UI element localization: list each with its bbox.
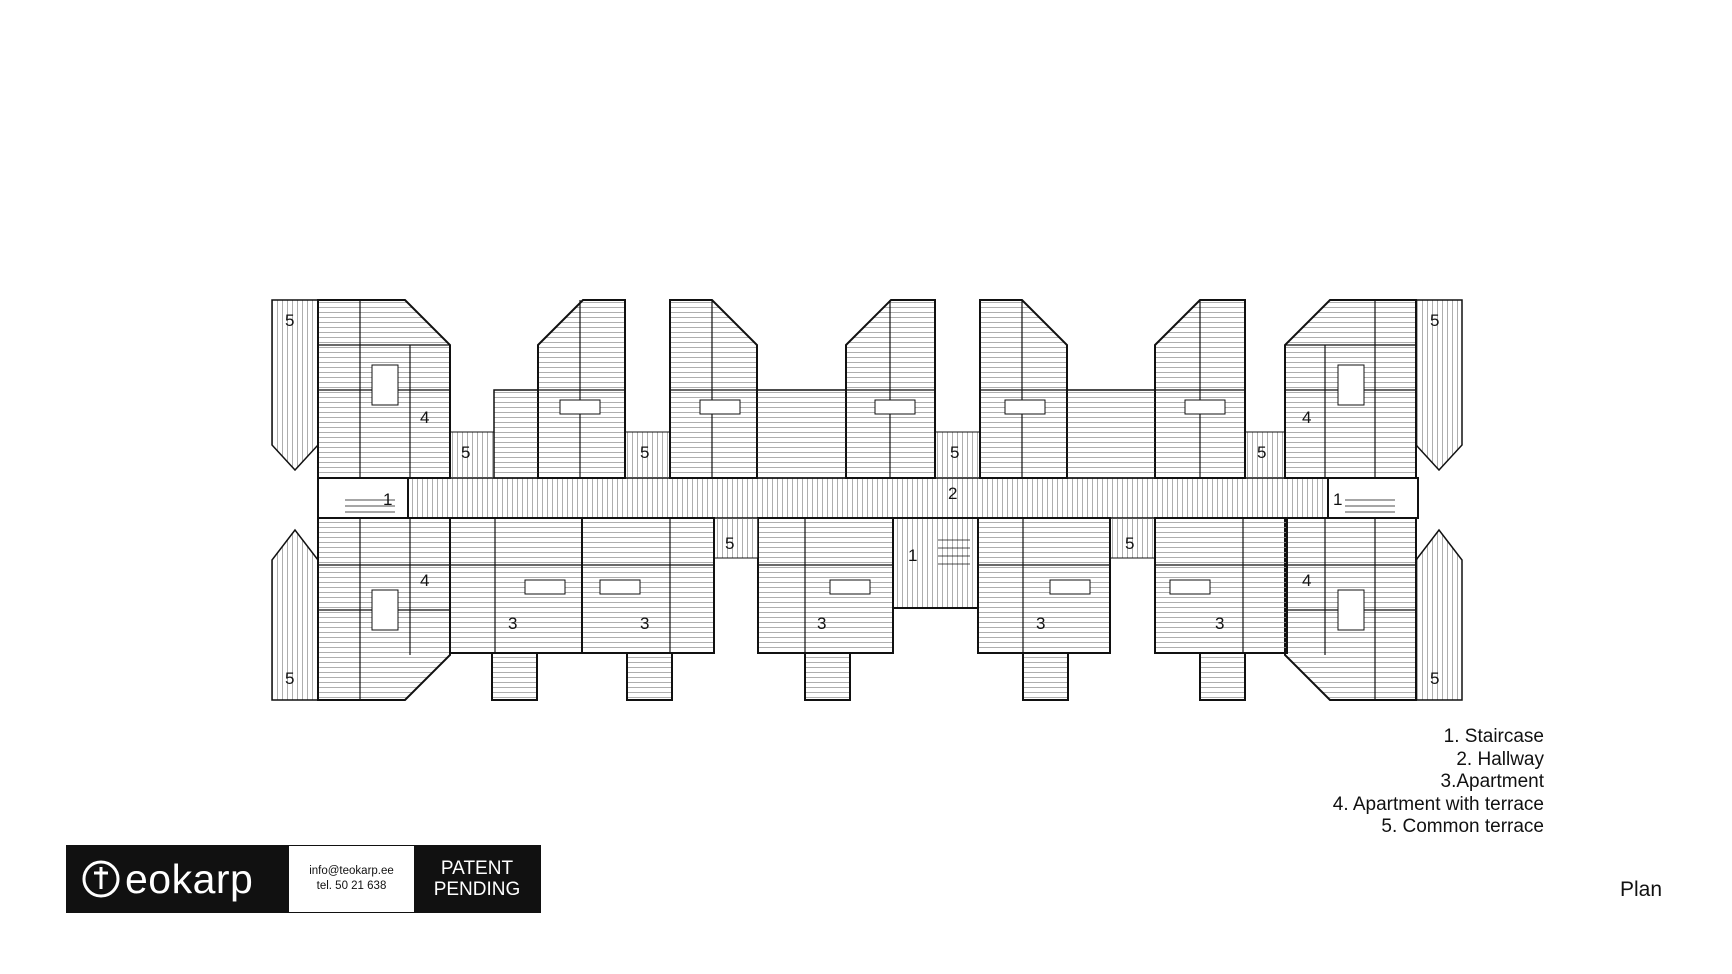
furniture-tables (371, 364, 1365, 631)
label-common-terrace: 5 (1125, 534, 1134, 553)
label-common-terrace: 5 (285, 669, 294, 688)
legend-item: 1. Staircase (1443, 726, 1544, 747)
label-common-terrace: 5 (1257, 443, 1266, 462)
teokarp-logo-icon (82, 860, 120, 898)
hallway-corridor (317, 477, 1419, 519)
label-apartment: 3 (640, 614, 649, 633)
plan-labels: 5 5 5 5 5 5 5 5 5 5 4 4 4 4 1 1 1 2 3 3 … (285, 311, 1439, 688)
label-apartment: 3 (1215, 614, 1224, 633)
plan-legend: 1. Staircase 2. Hallway 3.Apartment 4. A… (1150, 726, 1544, 839)
legend-item: 4. Apartment with terrace (1332, 793, 1544, 815)
common-terrace-top-left (271, 299, 319, 472)
brand-contact: info@teokarp.ee tel. 50 21 638 (289, 846, 414, 912)
patent-line: PATENT (440, 858, 514, 879)
label-common-terrace: 5 (461, 443, 470, 462)
legend-item: 3.Apartment (1440, 771, 1545, 792)
label-apartment: 3 (1036, 614, 1045, 633)
stair-treads (345, 499, 1395, 565)
label-apartment-with-terrace: 4 (1302, 408, 1311, 427)
sheet-title: Plan (1620, 878, 1663, 901)
patent-badge: PATENT PENDING (414, 846, 540, 912)
legend-item: 5. Common terrace (1381, 816, 1544, 837)
bottom-bedroom-pods (491, 652, 1246, 701)
label-staircase: 1 (1333, 490, 1342, 509)
brand-name: eokarp (125, 855, 254, 902)
label-hallway: 2 (948, 484, 957, 503)
label-common-terrace: 5 (640, 443, 649, 462)
label-staircase: 1 (383, 490, 392, 509)
staircase-right (1327, 477, 1419, 519)
label-common-terrace: 5 (950, 443, 959, 462)
label-common-terrace: 5 (725, 534, 734, 553)
top-infill-modules (493, 389, 1156, 479)
brand-block: eokarp info@teokarp.ee tel. 50 21 638 PA… (66, 845, 541, 913)
label-apartment: 3 (817, 614, 826, 633)
staircase-left (317, 477, 409, 519)
interior-partitions (318, 300, 1416, 700)
label-apartment-with-terrace: 4 (1302, 571, 1311, 590)
label-apartment-with-terrace: 4 (420, 408, 429, 427)
contact-phone: tel. 50 21 638 (316, 880, 387, 892)
patent-line: PENDING (433, 879, 521, 900)
top-common-terraces (449, 431, 1286, 479)
staircase-center (892, 517, 979, 609)
label-staircase: 1 (908, 546, 917, 565)
bottom-apartment-modules (449, 517, 1288, 654)
label-common-terrace: 5 (285, 311, 294, 330)
label-apartment-with-terrace: 4 (420, 571, 429, 590)
label-common-terrace: 5 (1430, 669, 1439, 688)
contact-email: info@teokarp.ee (309, 865, 394, 877)
label-common-terrace: 5 (1430, 311, 1439, 330)
brand-logo: eokarp (67, 846, 289, 912)
label-apartment: 3 (508, 614, 517, 633)
common-terrace-bottom-left (271, 528, 319, 701)
bottom-common-terraces (713, 517, 1156, 559)
legend-item: 2. Hallway (1456, 748, 1544, 770)
